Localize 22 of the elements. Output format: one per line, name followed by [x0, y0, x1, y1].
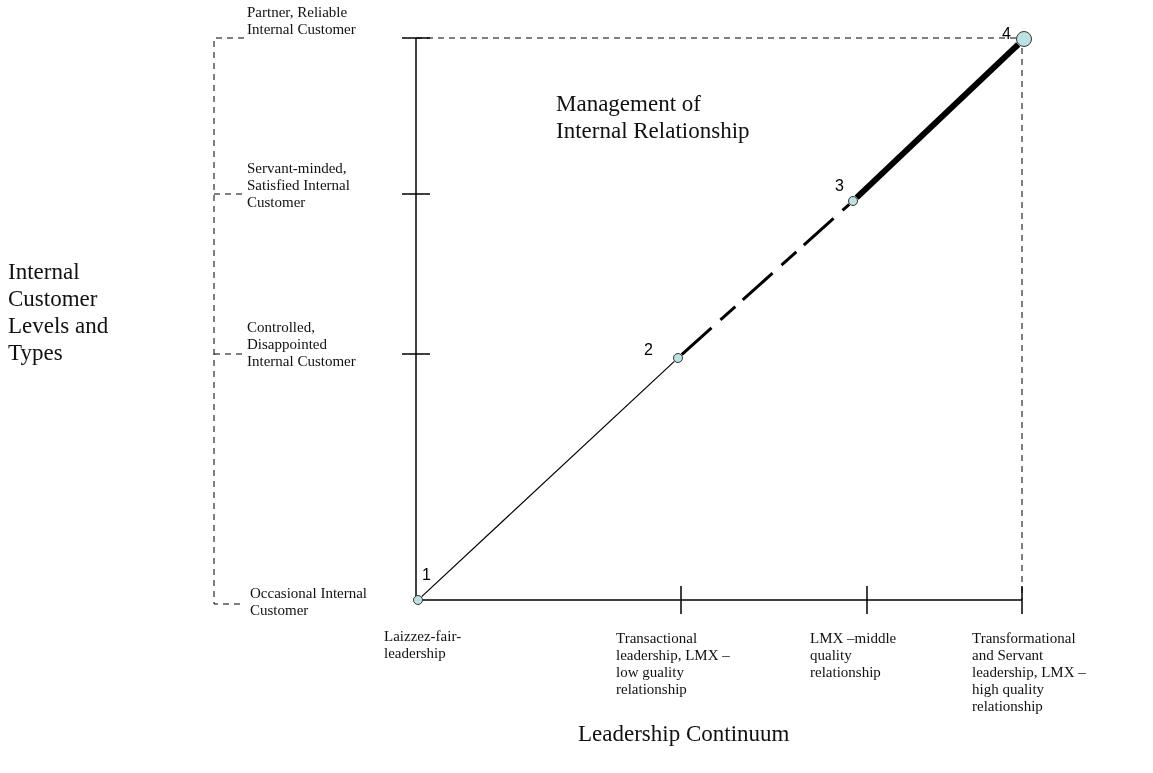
point-marker: [673, 353, 683, 363]
axis-tick-label: Laizzez-fair-leadership: [384, 628, 463, 662]
annotation: Management of Internal Relationship: [556, 90, 751, 144]
axis-tick-label: Transformational and Servant leadership, LMX –high quality relationship: [972, 630, 1087, 715]
point-number: 2: [644, 341, 653, 358]
axis-tick-label: LMX –middle quality relationship: [810, 630, 898, 681]
point-number: 3: [835, 177, 844, 194]
point-marker: [413, 595, 423, 605]
axis-tick-label: Controlled, Disappointed Internal Customer: [247, 319, 357, 370]
point-marker: [1016, 31, 1032, 47]
axis-tick-label: Occasional Internal Customer: [250, 585, 369, 619]
axis-tick-label: Partner, Reliable Internal Customer: [247, 4, 357, 38]
connector-line: [854, 42, 1021, 200]
axis-title: Leadership Continuum: [578, 720, 790, 747]
connector-line: [680, 203, 851, 356]
axis-tick-label: Transactional leadership, LMX –low guality relationship: [616, 630, 731, 698]
axis-tick-label: Servant-minded, Satisfied Internal Customer: [247, 160, 351, 211]
axis-title: Internal Customer Levels and Types: [8, 258, 110, 366]
point-marker: [848, 196, 858, 206]
point-number: 1: [422, 566, 431, 583]
connector-line: [421, 360, 675, 598]
point-number: 4: [1002, 25, 1011, 42]
